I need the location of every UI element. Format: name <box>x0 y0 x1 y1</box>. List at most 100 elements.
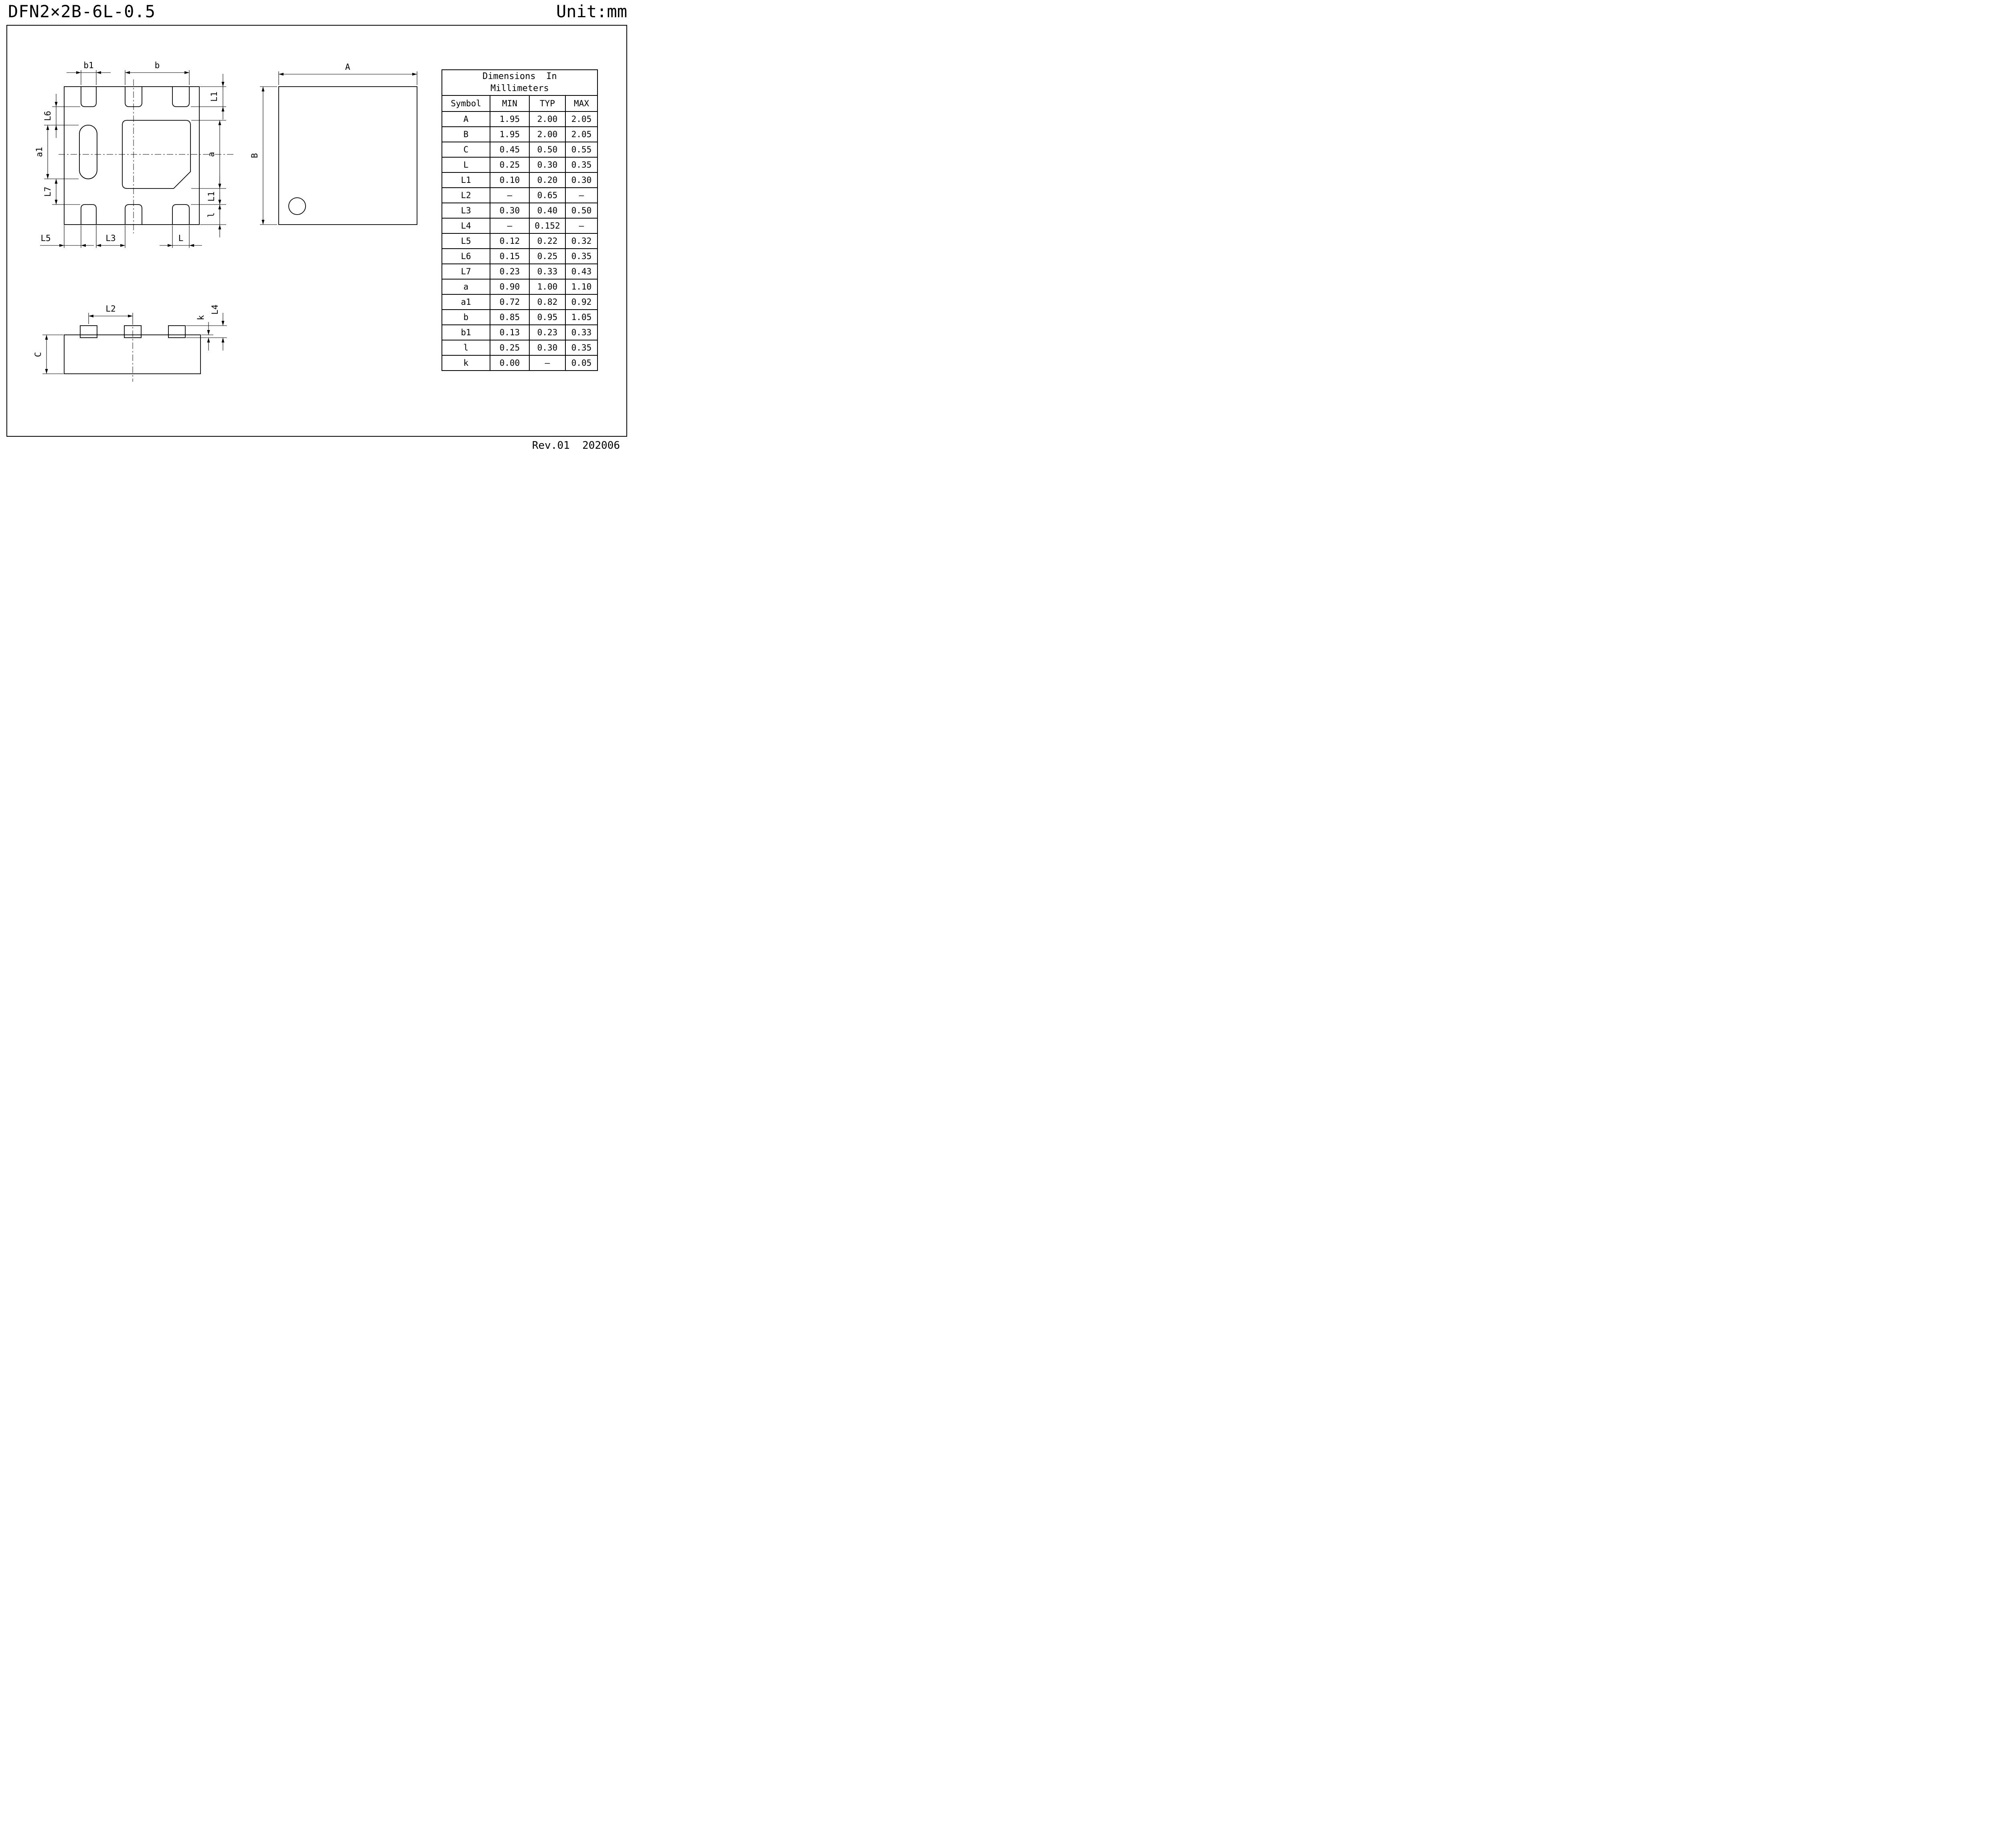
value-cell: 1.95 <box>490 126 530 142</box>
value-cell: 0.95 <box>529 309 566 325</box>
dim-label-L2: L2 <box>105 304 115 314</box>
pad-bottom-1 <box>81 204 97 225</box>
column-header-symbol: Symbol <box>442 95 490 112</box>
pad-bottom-3 <box>172 204 190 225</box>
symbol-cell: B <box>442 126 490 142</box>
value-cell: 0.65 <box>529 187 566 203</box>
value-cell: 0.35 <box>565 157 598 173</box>
value-cell: 0.05 <box>565 355 598 371</box>
terminal-1 <box>80 325 97 338</box>
dim-label-A: A <box>345 62 350 72</box>
value-cell: 0.20 <box>529 172 566 188</box>
dim-A: A <box>278 62 417 85</box>
value-cell: 0.40 <box>529 203 566 219</box>
dim-label-C: C <box>33 352 43 357</box>
value-cell: 2.00 <box>529 111 566 127</box>
value-cell: 1.05 <box>565 309 598 325</box>
value-cell: 0.45 <box>490 142 530 158</box>
value-cell: 0.92 <box>565 294 598 310</box>
value-cell: 0.30 <box>565 172 598 188</box>
terminal-2 <box>124 325 142 338</box>
value-cell: 0.25 <box>490 340 530 356</box>
symbol-cell: C <box>442 142 490 158</box>
dim-B: B <box>250 86 277 225</box>
value-cell: 0.33 <box>565 324 598 340</box>
value-cell: 0.43 <box>565 263 598 280</box>
terminal-3 <box>168 325 186 338</box>
dim-L5: L5 <box>40 225 94 248</box>
value-cell: 0.00 <box>490 355 530 371</box>
value-cell: 0.15 <box>490 248 530 264</box>
dim-label-l: l <box>207 213 216 218</box>
value-cell: 0.85 <box>490 309 530 325</box>
dim-L6: L6 <box>43 94 80 138</box>
value-cell: – <box>529 355 566 371</box>
dim-L3: L3 <box>96 225 126 248</box>
drawing-frame <box>6 25 627 437</box>
value-cell: 1.95 <box>490 111 530 127</box>
symbol-cell: a1 <box>442 294 490 310</box>
dim-label-b: b <box>155 61 160 70</box>
symbol-cell: L <box>442 157 490 173</box>
pad-side <box>79 125 97 179</box>
dim-label-b1: b1 <box>83 61 93 70</box>
table-title-line1: Dimensions In <box>482 71 557 82</box>
value-cell: 0.30 <box>490 203 530 219</box>
value-cell: 0.23 <box>490 263 530 280</box>
value-cell: 0.30 <box>529 340 566 356</box>
page-title: DFN2×2B-6L-0.5 <box>8 2 156 21</box>
symbol-cell: L4 <box>442 218 490 234</box>
value-cell: 0.13 <box>490 324 530 340</box>
thermal-pad <box>122 120 191 189</box>
value-cell: – <box>490 218 530 234</box>
value-cell: 0.22 <box>529 233 566 249</box>
table-row: L4–0.152– <box>442 218 598 234</box>
dim-L: L <box>160 225 202 248</box>
table-title: Dimensions In Millimeters <box>442 69 598 96</box>
unit-label: Unit:mm <box>556 2 627 21</box>
dim-label-a1: a1 <box>34 147 44 157</box>
dim-b1: b1 <box>67 61 111 85</box>
value-cell: 0.35 <box>565 248 598 264</box>
symbol-cell: L6 <box>442 248 490 264</box>
pin1-marker <box>288 197 306 215</box>
value-cell: 0.82 <box>529 294 566 310</box>
value-cell: 2.05 <box>565 126 598 142</box>
symbol-cell: L7 <box>442 263 490 280</box>
column-header-max: MAX <box>565 95 598 112</box>
value-cell: 0.90 <box>490 279 530 295</box>
dim-label-k: k <box>196 315 206 320</box>
dimensions-table: Dimensions In Millimeters Symbol MIN TYP… <box>442 69 598 371</box>
value-cell: 1.10 <box>565 279 598 295</box>
value-cell: 0.30 <box>529 157 566 173</box>
symbol-cell: b1 <box>442 324 490 340</box>
technical-drawing: b1 b L1 L6 a1 L7 <box>33 61 417 382</box>
dim-C: C <box>33 334 63 374</box>
dim-label-L4: L4 <box>210 304 220 314</box>
value-cell: 0.12 <box>490 233 530 249</box>
symbol-cell: L2 <box>442 187 490 203</box>
column-header-min: MIN <box>490 95 530 112</box>
value-cell: – <box>565 187 598 203</box>
symbol-cell: a <box>442 279 490 295</box>
symbol-cell: L5 <box>442 233 490 249</box>
value-cell: 0.72 <box>490 294 530 310</box>
value-cell: – <box>565 218 598 234</box>
symbol-cell: L1 <box>442 172 490 188</box>
dim-label-L: L <box>178 233 184 243</box>
symbol-cell: L3 <box>442 203 490 219</box>
pad-top-1 <box>81 87 97 107</box>
dim-label-L1-side: L1 <box>207 191 216 201</box>
